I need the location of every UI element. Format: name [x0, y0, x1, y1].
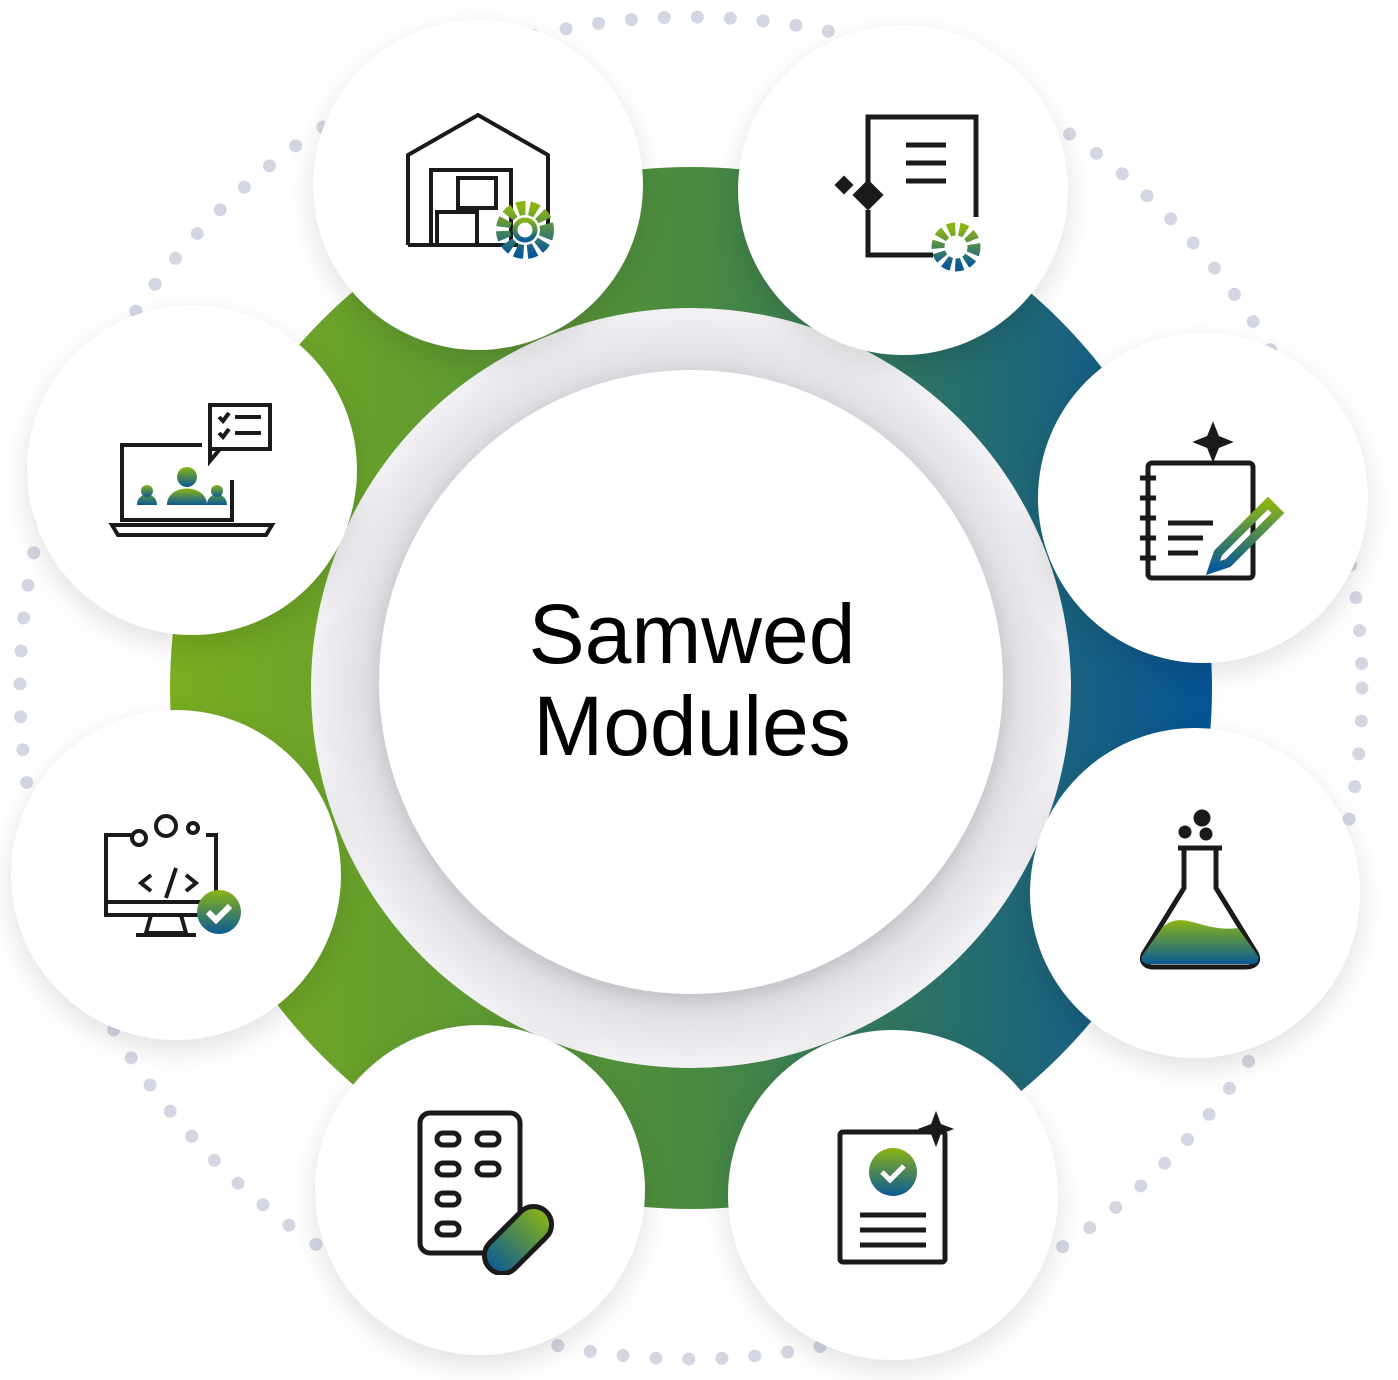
- module-training[interactable]: [27, 305, 357, 635]
- title-line-1: Samwed: [528, 587, 856, 681]
- module-notebook[interactable]: [1038, 333, 1368, 663]
- notebook-pen-icon: [1140, 421, 1285, 581]
- certificate-document-icon: [837, 1110, 955, 1265]
- module-warehouse[interactable]: [313, 20, 643, 350]
- dotted-orbit: [13, 10, 1369, 1366]
- document-gear-icon: [834, 114, 981, 272]
- module-pharmacy[interactable]: [315, 1025, 645, 1355]
- lab-flask-icon: [1139, 809, 1261, 970]
- inner-circle: [379, 370, 1003, 994]
- code-monitor-check-icon: [104, 814, 241, 937]
- warehouse-gear-icon: [406, 112, 554, 259]
- module-software[interactable]: [11, 710, 341, 1040]
- pills-capsule-icon: [417, 1110, 555, 1275]
- title-line-2: Modules: [533, 679, 851, 773]
- module-laboratory[interactable]: [1030, 728, 1360, 1058]
- laptop-meeting-checklist-icon: [108, 403, 276, 537]
- module-document-config[interactable]: [738, 25, 1068, 355]
- center-title: Samwed Modules: [392, 588, 992, 772]
- module-certificate[interactable]: [728, 1030, 1058, 1360]
